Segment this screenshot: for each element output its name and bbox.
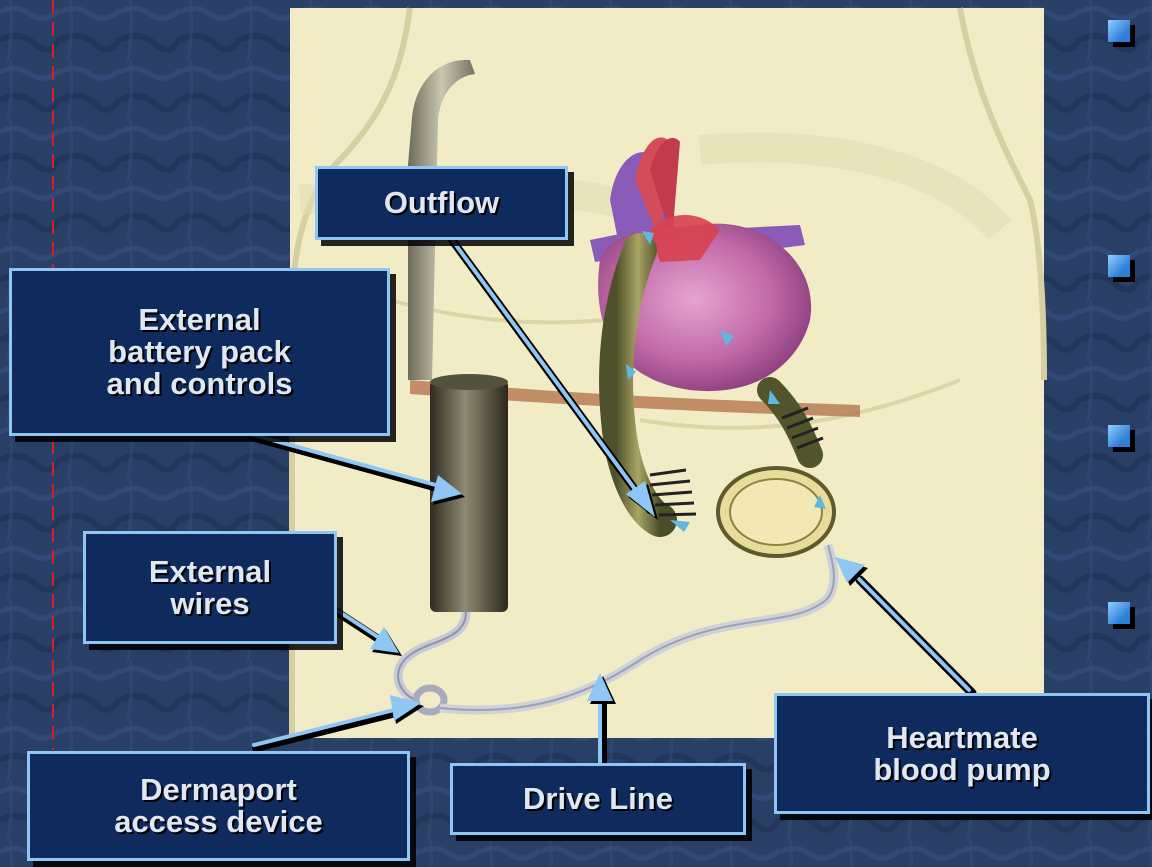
bullet-3-icon	[1108, 425, 1130, 447]
label-wires-line-1: External	[149, 556, 271, 588]
label-driveline-line-1: Drive Line	[523, 783, 673, 815]
label-wires-line-2: wires	[170, 588, 249, 620]
label-dermaport-line-1: Dermaport	[140, 774, 297, 806]
label-drive-line: Drive Line	[450, 763, 746, 835]
label-heartmate-line-2: blood pump	[873, 754, 1050, 786]
label-heartmate-line-1: Heartmate	[886, 722, 1038, 754]
bullet-2-icon	[1108, 255, 1130, 277]
label-dermaport: Dermaport access device	[27, 751, 410, 861]
bullet-1-icon	[1108, 20, 1130, 42]
label-battery-pack: External battery pack and controls	[9, 268, 390, 436]
battery-pack-top	[430, 374, 508, 390]
label-heartmate-pump: Heartmate blood pump	[774, 693, 1150, 814]
label-external-wires: External wires	[83, 531, 337, 644]
label-battery-line-1: External	[138, 304, 260, 336]
label-outflow-line-1: Outflow	[384, 187, 499, 219]
label-outflow: Outflow	[315, 166, 568, 240]
label-dermaport-line-2: access device	[114, 806, 323, 838]
label-battery-line-3: and controls	[106, 368, 292, 400]
label-battery-line-2: battery pack	[108, 336, 291, 368]
bullet-4-icon	[1108, 602, 1130, 624]
